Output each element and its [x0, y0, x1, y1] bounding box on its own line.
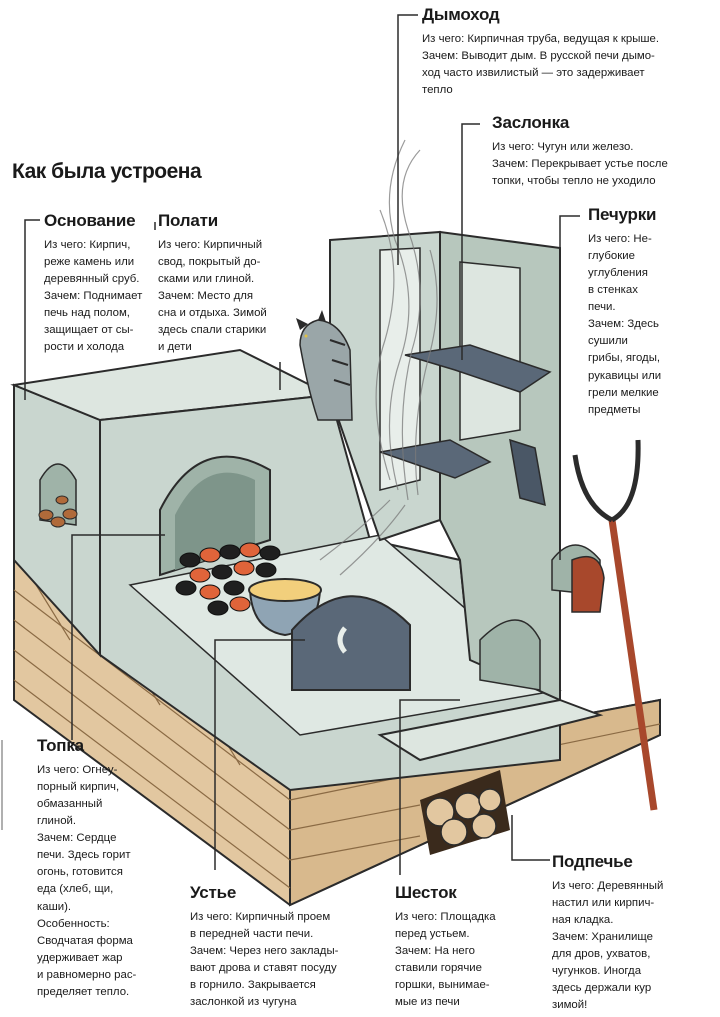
- pechurka-niche-right: [551, 544, 605, 613]
- label-firebox-text: Из чего: Огнеу- порный кирпич, обмазанны…: [37, 763, 137, 999]
- label-mouth-text: Из чего: Кирпичный проем в передней част…: [190, 910, 339, 1009]
- label-polati: Полати Из чего: Кирпичный свод, покрытый…: [158, 211, 288, 356]
- label-shestok-text: Из чего: Площадка перед устьем. Зачем: Н…: [395, 910, 496, 1009]
- label-chimney: Дымоход Из чего: Кирпичная труба, ведуща…: [422, 5, 692, 99]
- label-chimney-text: Из чего: Кирпичная труба, ведущая к крыш…: [422, 32, 660, 97]
- damper-plates: [379, 344, 552, 507]
- label-chimney-name: Дымоход: [422, 5, 500, 24]
- label-shestok-name: Шесток: [395, 883, 457, 902]
- embers: [175, 542, 281, 616]
- oven-door: [291, 595, 411, 691]
- label-pechurki-name: Печурки: [588, 205, 657, 224]
- label-damper-name: Заслонка: [492, 113, 570, 132]
- label-polati-name: Полати: [158, 211, 219, 230]
- label-base: Основание Из чего: Кирпич, реже камень и…: [44, 211, 154, 356]
- label-polati-text: Из чего: Кирпичный свод, покрытый до- ск…: [158, 238, 267, 354]
- page-title: Как была устроена: [12, 160, 202, 183]
- label-podpeche: Подпечье Из чего: Деревянный настил или …: [552, 852, 712, 1015]
- label-firebox-name: Топка: [37, 736, 84, 755]
- label-shestok: Шесток Из чего: Площадка перед устьем. З…: [395, 883, 525, 1011]
- label-pechurki: Печурки Из чего: Не- глубокие углубления…: [588, 205, 698, 419]
- label-mouth: Устье Из чего: Кирпичный проем в передне…: [190, 883, 365, 1011]
- label-base-text: Из чего: Кирпич, реже камень или деревян…: [44, 238, 143, 354]
- oven-fork: [572, 439, 658, 811]
- label-base-name: Основание: [44, 211, 136, 230]
- label-firebox: Топка Из чего: Огнеу- порный кирпич, обм…: [37, 736, 167, 1001]
- label-damper: Заслонка Из чего: Чугун или железо. Заче…: [492, 113, 707, 190]
- label-podpeche-text: Из чего: Деревянный настил или кирпич- н…: [552, 879, 664, 1012]
- pechurka-niche-left: [38, 463, 78, 528]
- firewood-stack: [420, 770, 510, 855]
- label-mouth-name: Устье: [190, 883, 237, 902]
- label-pechurki-text: Из чего: Не- глубокие углубления в стенк…: [588, 232, 662, 416]
- smoke-wisps: [319, 139, 438, 576]
- label-podpeche-name: Подпечье: [552, 852, 633, 871]
- label-damper-text: Из чего: Чугун или железо. Зачем: Перекр…: [492, 140, 668, 187]
- leader-lines: [24, 14, 580, 875]
- cat: [296, 310, 353, 421]
